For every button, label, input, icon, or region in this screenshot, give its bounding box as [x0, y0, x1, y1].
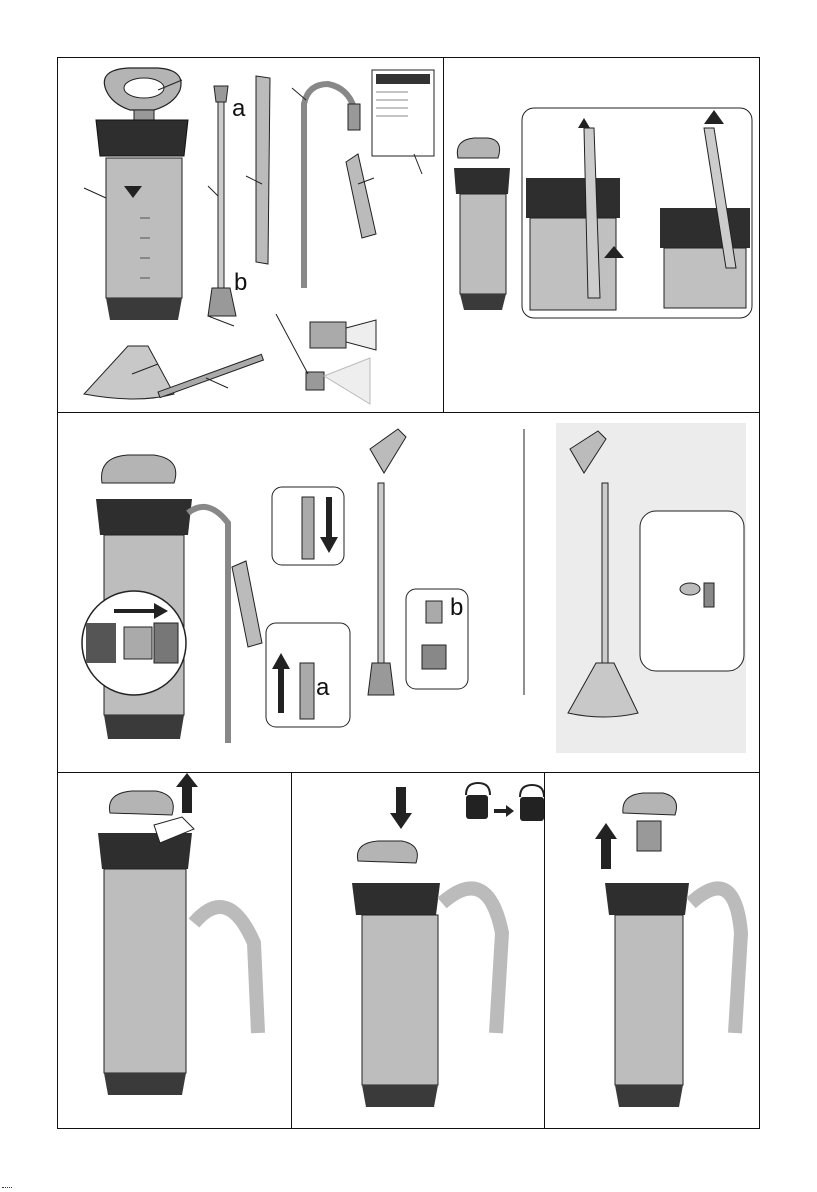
detail-label-b: b	[450, 594, 463, 621]
trigger-detail-top	[272, 487, 344, 565]
sprayer-release	[605, 793, 689, 1107]
hose	[292, 84, 360, 288]
arrow-up-head	[595, 823, 617, 839]
arrow-up	[182, 783, 192, 813]
spray-lance	[208, 86, 236, 326]
panel-parts-overview: a b	[57, 57, 445, 414]
page-mark	[2, 1187, 12, 1190]
arrow-down	[396, 787, 406, 817]
panel-release	[544, 772, 760, 1129]
nozzle-label-b: b	[234, 269, 247, 296]
strap-illustration	[444, 58, 760, 414]
release-illustration	[545, 773, 760, 1129]
instruction-manual	[372, 70, 434, 174]
lance-assembly	[368, 429, 406, 695]
carry-strap	[246, 76, 270, 264]
sprayer-small	[454, 138, 510, 310]
cone-assembly	[556, 423, 746, 753]
nozzle-label-a: a	[232, 95, 246, 122]
panel-assembly: a b	[57, 412, 760, 774]
unlock-icon	[466, 783, 490, 819]
locking-illustration	[292, 773, 546, 1129]
strap-step-2	[660, 110, 750, 308]
hose-connection-detail	[82, 591, 186, 695]
sprayer-open	[98, 791, 194, 1095]
filling-illustration	[58, 773, 293, 1129]
strap-step-1	[526, 118, 624, 310]
panel-strap-attachment	[443, 57, 760, 414]
nozzle-detail	[276, 314, 376, 404]
arrow-up-head	[176, 773, 198, 787]
parts-illustration: a b	[58, 58, 445, 414]
panel-locking	[291, 772, 546, 1129]
detail-label-a: a	[316, 674, 330, 701]
trigger-detail-bottom	[266, 623, 350, 727]
arrow-up	[601, 835, 611, 869]
extension-rod	[158, 354, 263, 397]
lock-icon	[520, 785, 544, 821]
panel-filling	[57, 772, 293, 1129]
strap	[442, 888, 502, 1033]
arrow-icon	[494, 805, 514, 817]
sprayer-tank	[84, 68, 188, 320]
arrow-down-head	[390, 813, 412, 829]
strap	[691, 888, 741, 1033]
strap	[194, 907, 258, 1033]
assembly-illustration: a b	[58, 413, 760, 774]
sprayer-closed	[352, 841, 440, 1107]
trigger-handle	[346, 154, 376, 238]
